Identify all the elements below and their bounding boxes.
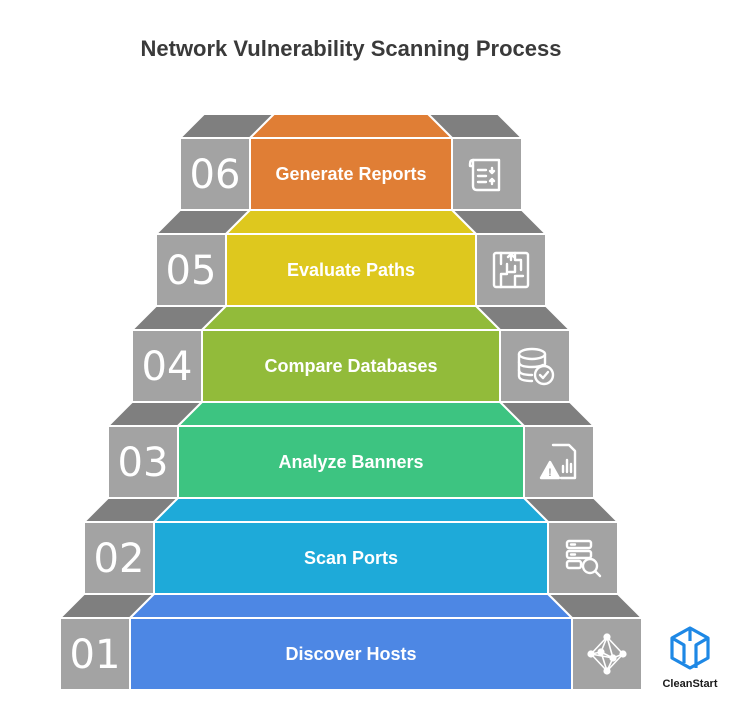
- riser-right: [571, 617, 643, 691]
- svg-text:!: !: [548, 467, 552, 479]
- riser-left: [131, 329, 203, 403]
- server-search-icon: [565, 539, 602, 578]
- database-check-icon: [517, 347, 555, 386]
- riser-left: [107, 425, 179, 499]
- step-face: [249, 137, 453, 211]
- cleanstart-logo-icon: [670, 626, 710, 670]
- step-number: 05: [166, 248, 217, 294]
- tread-center: [127, 593, 575, 619]
- step-05: 05 Evaluate Paths: [153, 209, 549, 307]
- step-number: 04: [142, 344, 193, 390]
- step-face: [201, 329, 501, 403]
- riser-right: [475, 233, 547, 307]
- page-title: Network Vulnerability Scanning Process: [140, 36, 562, 61]
- tread-center: [199, 305, 503, 331]
- maze-path-icon: [492, 251, 530, 289]
- tread-center: [223, 209, 479, 235]
- tread-center: [175, 401, 527, 427]
- step-face: [225, 233, 477, 307]
- tread-center: [151, 497, 551, 523]
- network-mesh-icon: [587, 633, 627, 675]
- riser-left: [83, 521, 155, 595]
- step-label: Compare Databases: [264, 356, 437, 376]
- report-document-icon: [468, 158, 501, 192]
- riser-right: [451, 137, 523, 211]
- step-03: 03 Analyze Banners!: [105, 401, 597, 499]
- step-number: 02: [94, 536, 145, 582]
- document-warning-chart-icon: !: [539, 443, 577, 480]
- step-face: [177, 425, 525, 499]
- step-label: Discover Hosts: [285, 644, 416, 664]
- step-04: 04 Compare Databases: [129, 305, 573, 403]
- logo-text: CleanStart: [662, 678, 718, 690]
- brand-logo: CleanStart: [662, 625, 718, 690]
- step-number: 03: [118, 440, 169, 486]
- step-label: Scan Ports: [304, 548, 398, 568]
- step-label: Generate Reports: [275, 164, 426, 184]
- step-06: 06 Generate Reports: [177, 113, 525, 211]
- step-label: Analyze Banners: [278, 452, 423, 472]
- tread-center: [247, 113, 455, 139]
- step-number: 06: [190, 152, 241, 198]
- step-01: 01 Discover Hosts: [57, 593, 645, 691]
- riser-right: [523, 425, 595, 499]
- step-face: [129, 617, 573, 691]
- step-number: 01: [70, 632, 121, 678]
- step-02: 02 Scan Ports: [81, 497, 621, 595]
- step-label: Evaluate Paths: [287, 260, 415, 280]
